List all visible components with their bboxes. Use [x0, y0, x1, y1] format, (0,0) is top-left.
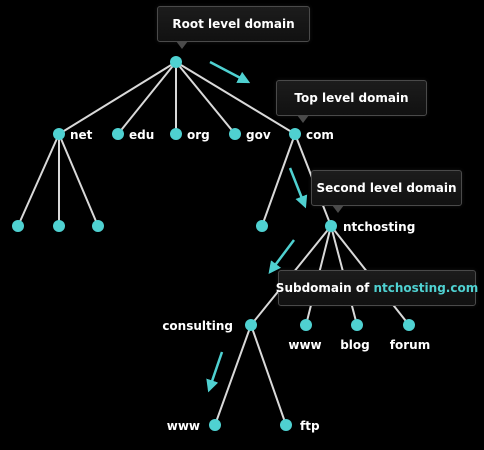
node-net[interactable]: [53, 128, 65, 140]
node-root[interactable]: [170, 56, 182, 68]
label-gov: gov: [246, 128, 271, 142]
callout-second-text: Second level domain: [316, 181, 457, 195]
callout-root-text: Root level domain: [172, 17, 295, 31]
edge-root-net: [58, 61, 177, 135]
callout-root-level-domain: Root level domain: [157, 6, 310, 49]
node-www-leaf[interactable]: [209, 419, 221, 431]
callout-top-level-domain: Top level domain: [276, 80, 427, 123]
node-net-leaf2[interactable]: [53, 220, 65, 232]
edge-net-leaf1: [17, 133, 60, 227]
edge-root-gov: [175, 61, 236, 135]
label-blog: blog: [340, 338, 370, 352]
node-com-leaf[interactable]: [256, 220, 268, 232]
callout-subdomain-prefix: Subdomain of: [275, 281, 374, 295]
callout-subdomain: Subdomain of ntchosting.com: [275, 270, 479, 306]
label-ftp: ftp: [300, 419, 320, 433]
edge-net-leaf3: [58, 133, 99, 227]
tree-nodes: [12, 56, 415, 431]
node-www-sub[interactable]: [300, 319, 312, 331]
edge-root-com: [175, 61, 296, 135]
callout-second-level-domain: Second level domain: [311, 170, 462, 213]
node-blog[interactable]: [351, 319, 363, 331]
node-org[interactable]: [170, 128, 182, 140]
flow-arrows: [206, 60, 308, 393]
node-gov[interactable]: [229, 128, 241, 140]
node-ftp[interactable]: [280, 419, 292, 431]
label-org: org: [187, 128, 210, 142]
arrow-icon: [209, 60, 251, 84]
callout-pointer: [332, 205, 344, 213]
callout-pointer: [176, 41, 188, 49]
label-net: net: [70, 128, 93, 142]
callout-subdomain-domain: ntchosting.com: [373, 281, 479, 295]
node-edu[interactable]: [112, 128, 124, 140]
node-consulting[interactable]: [245, 319, 257, 331]
arrow-icon: [268, 239, 295, 274]
node-com[interactable]: [289, 128, 301, 140]
label-www-leaf: www: [167, 419, 200, 433]
tree-edges: [17, 61, 410, 426]
callout-pointer: [297, 115, 309, 123]
label-edu: edu: [129, 128, 154, 142]
edge-root-edu: [117, 61, 177, 135]
node-net-leaf3[interactable]: [92, 220, 104, 232]
label-ntchosting: ntchosting: [343, 220, 415, 234]
node-net-leaf1[interactable]: [12, 220, 24, 232]
node-labels: net edu org gov com ntchosting consultin…: [70, 128, 430, 433]
edge-com-leaf: [261, 133, 296, 227]
arrow-icon: [288, 167, 308, 209]
label-www-sub: www: [288, 338, 321, 352]
callout-top-text: Top level domain: [294, 91, 409, 105]
edge-consulting-www: [214, 324, 252, 426]
label-com: com: [306, 128, 334, 142]
arrow-icon: [206, 351, 224, 393]
label-forum: forum: [390, 338, 430, 352]
node-forum[interactable]: [403, 319, 415, 331]
label-consulting: consulting: [162, 319, 233, 333]
edge-consulting-ftp: [250, 324, 287, 426]
node-ntchosting[interactable]: [325, 220, 337, 232]
